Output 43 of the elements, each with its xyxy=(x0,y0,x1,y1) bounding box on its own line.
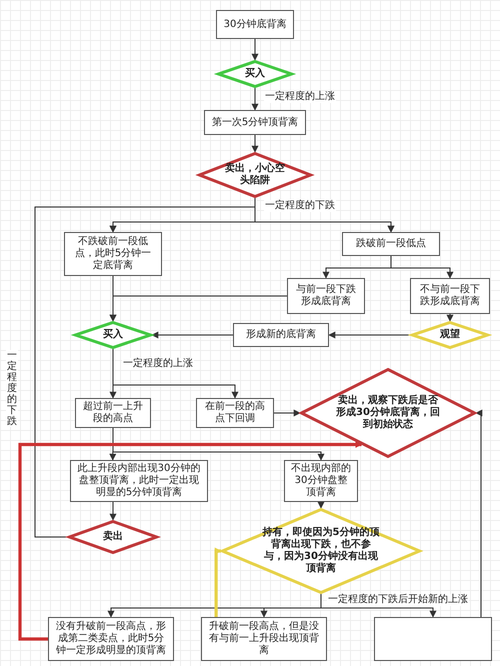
process-box: 不与前一段下跌形成底背离 xyxy=(410,278,490,314)
edge-label: 一定程度的下跌 xyxy=(6,350,18,427)
edge-label: 一定程度的下跌 xyxy=(264,200,336,212)
arrow xyxy=(110,502,116,521)
arrow xyxy=(18,441,362,641)
process-box: 与前一段下跌形成底背离 xyxy=(287,278,365,314)
process-box: 形成新的底背离 xyxy=(233,323,329,347)
process-box: 此上升段内部出现30分钟的盘整顶背离，此时一定出现明显的5分钟顶背离 xyxy=(70,460,208,502)
arrow xyxy=(252,38,258,61)
decision-text: 买入 xyxy=(103,329,123,341)
edge-label: 一定程度的上涨 xyxy=(264,91,336,102)
process-box: 不跌破前一段低点，此时5分钟一定底背离 xyxy=(64,232,162,276)
arrow xyxy=(214,548,222,617)
decision-text: 卖出，小心空头陷阱 xyxy=(224,163,286,187)
arrow xyxy=(320,594,436,618)
decision-text: 卖出 xyxy=(103,531,123,543)
process-box: 跌破前一段低点 xyxy=(342,232,440,256)
process-box: 30分钟底背离 xyxy=(216,10,294,39)
process-box: 没有升破前一段高点，形成第二类卖点，此时5分钟一定形成明显的顶背离 xyxy=(48,617,174,661)
arrow xyxy=(274,410,301,416)
process-box: 超过前一上升段的高点 xyxy=(75,398,151,428)
arrow xyxy=(475,410,482,618)
process-box: 不出现内部的30分钟盘整顶背离 xyxy=(284,460,358,502)
edge-label: 一定程度的上涨 xyxy=(122,358,194,370)
decision-text: 卖出，观察下跌后是否形成30分钟底背离，回到初始状态 xyxy=(336,395,440,431)
arrow xyxy=(151,332,234,338)
arrow xyxy=(318,502,324,509)
arrow xyxy=(252,134,258,153)
arrow xyxy=(446,314,454,322)
arrow xyxy=(112,428,324,461)
arrow xyxy=(112,348,238,399)
arrow xyxy=(34,206,394,538)
arrow xyxy=(390,256,454,279)
process-box: 在前一段的高点下回调 xyxy=(196,398,274,428)
arrow xyxy=(110,296,288,322)
decision-text: 观望 xyxy=(440,329,460,341)
process-box xyxy=(374,617,492,661)
process-box: 第一次5分钟顶背离 xyxy=(204,110,306,135)
decision-text: 买入 xyxy=(245,68,265,80)
process-box: 升破前一段高点，但是没有与前一上升段出现顶背离 xyxy=(201,617,327,661)
edge-label: 一定程度的下跌后开始新的上涨 xyxy=(327,594,469,606)
arrow xyxy=(328,332,412,338)
arrow xyxy=(252,88,258,111)
